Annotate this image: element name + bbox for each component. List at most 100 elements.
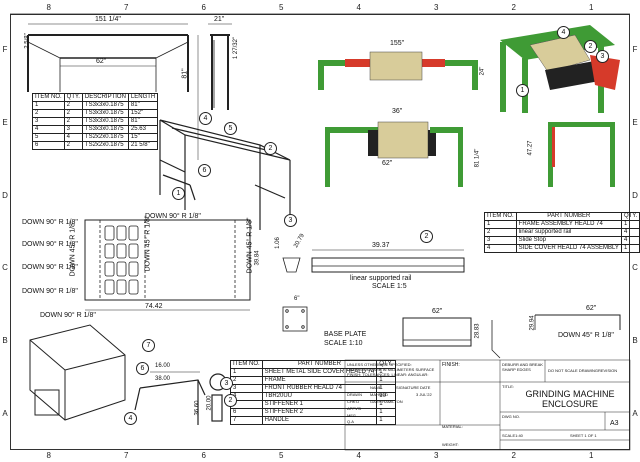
tb-signature: SIGNATURE	[396, 385, 420, 390]
assy-bom-cell: 1	[620, 244, 640, 253]
tb-chkd-by: GARY HAMILTON	[370, 399, 403, 404]
note-bend-4: DOWN 90° R 1/8"	[22, 264, 78, 271]
item-balloon: 2	[420, 230, 433, 243]
dim-rail-a: 1.06	[274, 237, 281, 249]
dim-front-h: 24"	[479, 66, 486, 76]
zone-label: F	[2, 45, 8, 55]
dim-right-81: 81 1/4"	[474, 148, 481, 168]
item-balloon: 5	[224, 122, 237, 135]
tb-drawn-date: 3 JUL'22	[416, 392, 432, 397]
tb-do-not-scale: DO NOT SCALE DRAWING	[548, 368, 599, 373]
note-bend-1: DOWN 90° R 1/8"	[145, 213, 201, 220]
enclosure-isometric-view	[29, 324, 126, 421]
tb-tolerances: UNLESS OTHERWISE SPECIFIED: DIMENSIONS A…	[347, 362, 435, 377]
tb-finish: FINISH:	[442, 362, 460, 368]
item-balloon: 6	[198, 164, 211, 177]
note-bend-3: DOWN 90° R 1/8"	[22, 241, 78, 248]
sheet-window	[104, 261, 115, 277]
sheet-window	[128, 243, 139, 259]
zone-label: 6	[201, 451, 206, 460]
item-balloon: 7	[142, 339, 155, 352]
item-balloon: 1	[516, 84, 529, 97]
handle-view	[134, 371, 227, 425]
zone-label: B	[632, 336, 638, 345]
zone-label: C	[632, 263, 638, 273]
dim-stiff-right: 62"	[586, 305, 597, 312]
zone-label: 1	[589, 451, 594, 460]
item-balloon: 4	[557, 26, 570, 39]
sheet-window	[116, 243, 127, 259]
zone-label: 5	[279, 451, 284, 460]
item-balloon: 2	[584, 40, 597, 53]
zone-label: E	[632, 118, 638, 127]
cut-list-cell: 2	[63, 141, 83, 150]
note-bend-5: DOWN 90° R 1/8"	[22, 288, 78, 295]
dim-rail-len: 39.37	[372, 242, 390, 249]
zone-label: A	[2, 408, 8, 418]
note-bend-2: DOWN 90° R 1/8"	[22, 219, 78, 226]
dim-handle-20: 20.00	[206, 395, 213, 411]
sheet-window	[104, 279, 115, 295]
frame-side-view	[208, 23, 232, 110]
note-plate-scale: SCALE 1:10	[324, 340, 363, 347]
sheet-window	[128, 279, 139, 295]
zone-label: 2	[511, 451, 516, 460]
sheet-window	[116, 225, 127, 241]
dim-handle-36: 36.60	[194, 400, 201, 416]
item-balloon: 2	[264, 142, 277, 155]
dim-front-width: 155"	[390, 40, 405, 47]
dim-stiff-29: 29.94	[529, 315, 536, 331]
zone-label: 1	[589, 3, 594, 12]
item-balloon: 3	[284, 214, 297, 227]
frame-front-view	[27, 23, 199, 160]
tb-appvd: APPV'D	[347, 406, 362, 411]
dim-sheet-39: 39.84	[254, 250, 261, 266]
stiffener-views	[402, 314, 621, 359]
front-elevation-colored	[318, 51, 478, 90]
zone-label: 7	[124, 3, 129, 12]
dim-frame-gap: 62"	[96, 58, 107, 65]
tb-chkd: CHK'D	[347, 399, 360, 404]
sheet-flat-pattern	[84, 219, 251, 311]
title-block-grid	[344, 359, 631, 451]
item-balloon: 4	[124, 412, 137, 425]
zone-label: F	[632, 45, 638, 55]
tb-sheet: SHEET 1 OF 1	[570, 433, 597, 438]
frame-isometric-view	[159, 119, 291, 230]
sheet-window	[104, 243, 115, 259]
rail-view	[282, 249, 465, 273]
sheet-windows	[104, 225, 139, 295]
dim-bottom-62: 62"	[382, 160, 393, 167]
zone-label: D	[632, 190, 638, 200]
item-balloon: 1	[172, 187, 185, 200]
note-bend-45a: DOWN 45° R 1/8"	[246, 217, 254, 274]
sheet-window	[116, 261, 127, 277]
dim-sheet-74: 74.42	[145, 303, 163, 310]
tb-mfg: MFG	[347, 413, 356, 418]
item-balloon: 3	[220, 377, 233, 390]
tb-dwg-no: DWG NO.	[502, 414, 520, 419]
zone-label: 3	[434, 3, 439, 12]
base-plate-view	[282, 306, 308, 332]
zone-label: 8	[46, 3, 51, 12]
tb-name: NAME	[370, 385, 382, 390]
note-bend-45b: DOWN 45° R 1/8"	[144, 215, 152, 272]
dim-stiff-62: 62"	[432, 308, 443, 315]
dim-frame-width: 151 1/4"	[95, 16, 121, 23]
zone-label: 4	[356, 451, 361, 460]
zone-label: 5	[279, 3, 284, 12]
front-elevation-lower	[325, 121, 463, 187]
zone-label: 2	[511, 3, 516, 12]
zone-label: 7	[124, 451, 129, 460]
zone-label: 6	[201, 3, 206, 12]
tb-deburr: DEBURR AND BREAK SHARP EDGES	[502, 362, 543, 372]
zone-label: A	[632, 408, 638, 418]
note-down-45-right: DOWN 45° R 1/8"	[558, 332, 614, 339]
